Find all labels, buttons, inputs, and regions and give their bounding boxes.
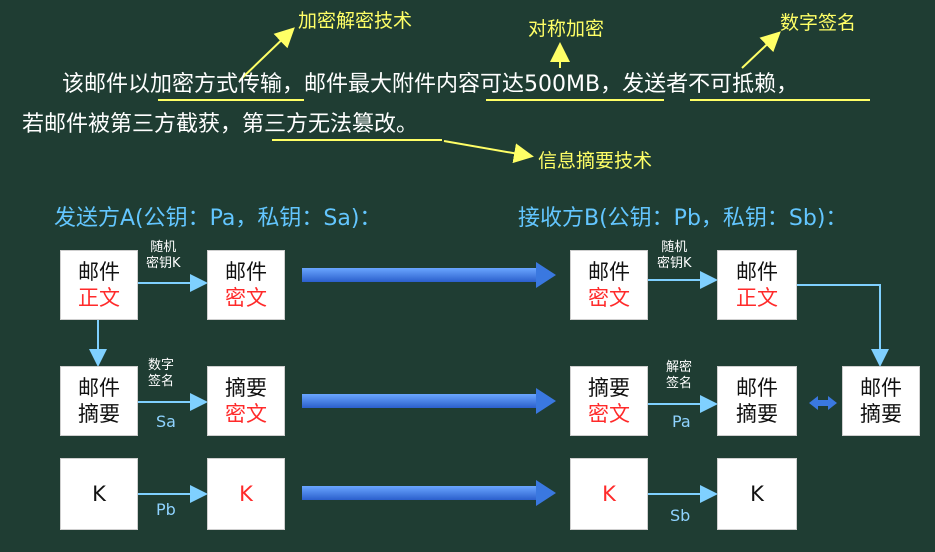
arrow-encryption-tech: [239, 27, 295, 81]
line2-part2: 。: [396, 112, 419, 137]
b-digest-dec-line2: 摘要: [736, 402, 778, 426]
arrow-digital-signature: [741, 31, 781, 69]
a-random-key-label-line2: 密钥K: [146, 256, 181, 271]
b-mail-plain-line2: 正文: [736, 286, 778, 310]
line1-part1: 该邮件以: [62, 72, 151, 97]
b-key-enc-text: K: [602, 482, 616, 506]
b-digest-cipher-box: 摘要 密文: [570, 366, 648, 436]
b-digest-dec-box: 邮件 摘要: [717, 366, 797, 436]
annotation-digital-signature: 数字签名: [780, 12, 857, 34]
a-digest-box: 邮件 摘要: [60, 366, 138, 436]
a-digest-line1: 邮件: [78, 376, 120, 400]
sender-heading: 发送方A(公钥：Pa，私钥：Sa)：: [54, 206, 382, 231]
b-key-box: K: [717, 458, 797, 530]
b-digest-cipher-line2: 密文: [588, 402, 630, 426]
b-mail-plain-line1: 邮件: [736, 260, 778, 284]
b-mail-cipher-box: 邮件 密文: [570, 250, 648, 320]
a-key-box: K: [60, 458, 138, 530]
b-key-enc-box: K: [570, 458, 648, 530]
b-random-key-label-line1: 随机: [661, 240, 688, 255]
a-key-enc-text: K: [239, 482, 253, 506]
b-pa-label: Pa: [672, 412, 691, 431]
a-mail-plain-box: 邮件 正文: [60, 250, 138, 320]
b-digest-new-box: 邮件 摘要: [842, 366, 920, 436]
b-digest-new-line1: 邮件: [860, 376, 902, 400]
b-digest-dec-line1: 邮件: [736, 376, 778, 400]
annotation-symmetric: 对称加密: [528, 18, 605, 40]
a-mail-plain-line2: 正文: [78, 286, 120, 310]
b-verify-label-line2: 签名: [666, 376, 693, 391]
a-pb-label: Pb: [156, 500, 176, 519]
a-digest-cipher-line2: 密文: [225, 402, 267, 426]
a-mail-plain-line1: 邮件: [78, 260, 120, 284]
annotation-digest-tech: 信息摘要技术: [538, 150, 653, 172]
a-digest-cipher-line1: 摘要: [225, 376, 267, 400]
line1-part2: ，邮件最大附件: [282, 72, 437, 97]
a-digest-line2: 摘要: [78, 402, 120, 426]
a-key-enc-box: K: [207, 458, 285, 530]
b-digest-cipher-line1: 摘要: [588, 376, 630, 400]
arrow-digest-tech: [443, 140, 534, 164]
a-sign-label-line2: 签名: [148, 374, 175, 389]
a-mail-cipher-line1: 邮件: [225, 260, 267, 284]
a-sign-label-line1: 数字: [148, 358, 175, 373]
line1-part4: ，: [776, 72, 799, 97]
line2-tamper-phrase: 第三方无法篡改: [242, 112, 397, 137]
a-random-key-label-line1: 随机: [150, 240, 177, 255]
b-random-key-label: 随机 密钥K: [657, 240, 692, 272]
b-mail-cipher-line2: 密文: [588, 286, 630, 310]
annotation-encryption-tech: 加密解密技术: [298, 10, 413, 32]
paragraph-line2: 若邮件被第三方截获，第三方无法篡改。: [22, 110, 418, 140]
compare-arrow: [809, 396, 837, 410]
line2-part1: 若邮件被第三方截获，: [22, 112, 243, 137]
a-digest-cipher-box: 摘要 密文: [207, 366, 285, 436]
b-sb-label: Sb: [670, 506, 691, 525]
line1-part3: ，: [600, 72, 623, 97]
b-random-key-label-line2: 密钥K: [657, 256, 692, 271]
big-arrow-row3: [302, 480, 556, 506]
b-verify-label: 解密 签名: [666, 360, 692, 392]
big-arrow-row1: [302, 262, 556, 288]
arrow-b-plain-to-digest: [797, 284, 889, 367]
b-verify-label-line1: 解密: [666, 360, 693, 375]
paragraph-line1: 该邮件以加密方式传输，邮件最大附件内容可达500MB，发送者不可抵赖，: [62, 70, 798, 100]
a-sign-label: 数字 签名: [148, 358, 174, 390]
line1-nonrep-phrase: 发送者不可抵赖: [622, 72, 777, 97]
big-arrow-row2: [302, 388, 556, 414]
b-mail-plain-box: 邮件 正文: [717, 250, 797, 320]
a-sa-label: Sa: [156, 412, 176, 431]
a-mail-cipher-box: 邮件 密文: [207, 250, 285, 320]
a-key-text: K: [92, 482, 106, 506]
a-random-key-label: 随机 密钥K: [146, 240, 181, 272]
b-mail-cipher-line1: 邮件: [588, 260, 630, 284]
receiver-heading: 接收方B(公钥：Pb，私钥：Sb)：: [518, 206, 848, 231]
b-key-text: K: [750, 482, 764, 506]
b-digest-new-line2: 摘要: [860, 402, 902, 426]
a-mail-cipher-line2: 密文: [225, 286, 267, 310]
line1-encrypt-phrase: 加密方式传输: [150, 72, 283, 97]
line1-size-phrase: 内容可达500MB: [436, 72, 601, 97]
